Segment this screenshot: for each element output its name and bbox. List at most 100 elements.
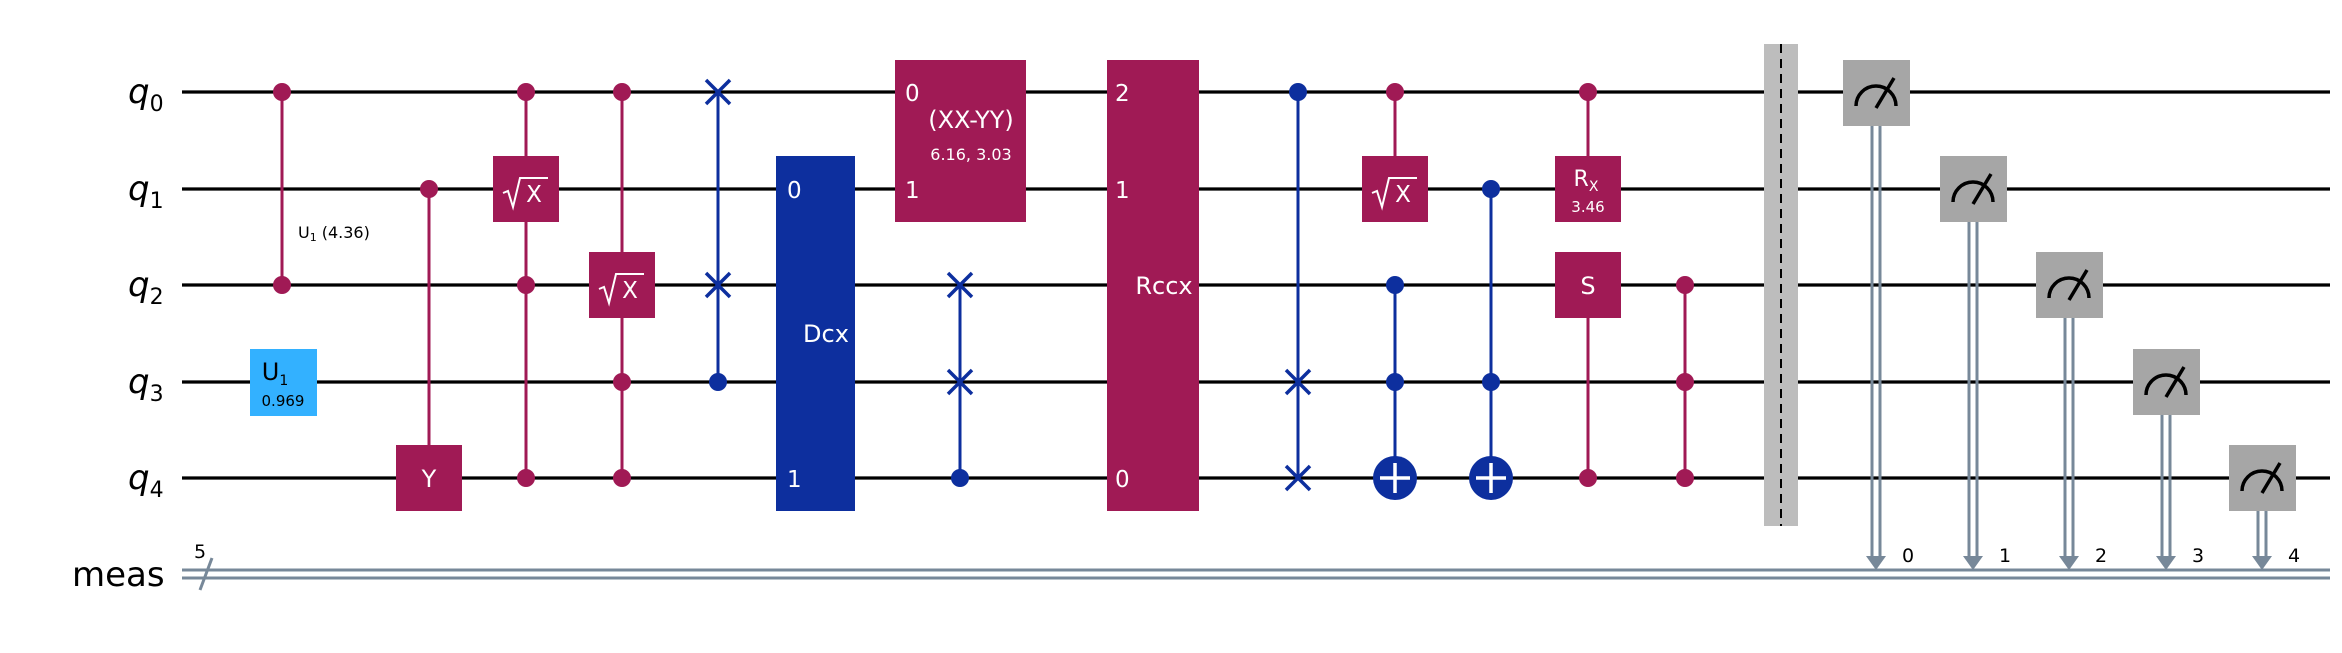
rccx-label: Rccx — [1135, 272, 1192, 300]
measure-q0-bit: 0 — [1902, 545, 1914, 567]
measure-q3[interactable]: 3 — [2133, 349, 2204, 570]
ccz-dot-q2 — [1676, 276, 1694, 294]
cu1-name: U — [298, 223, 310, 242]
ccsx1-sqrt-sign — [502, 177, 548, 211]
classical-bundle-slash — [198, 557, 214, 591]
ccx-gate-1[interactable] — [1373, 276, 1417, 500]
crx-param: 3.46 — [1571, 198, 1604, 216]
ccx2-target-plus — [1476, 463, 1506, 493]
xxyy-box — [895, 60, 1026, 222]
u1-gate[interactable]: U1 0.969 — [250, 349, 317, 416]
cu1-label: U1(4.36) — [298, 223, 370, 244]
cs-box — [1555, 252, 1621, 318]
dcx-port-bottom: 1 — [787, 467, 802, 493]
measure-q0[interactable]: 0 — [1843, 60, 1914, 570]
ccsx1-control-q2 — [517, 276, 535, 294]
label-meas: meas — [72, 555, 165, 595]
ccx2-control-q3 — [1482, 373, 1500, 391]
cswap3-x-q3 — [1284, 368, 1312, 396]
qubit-name: q — [128, 265, 150, 305]
rccx-port-q0: 2 — [1115, 81, 1130, 107]
csx-gate[interactable]: X — [1362, 83, 1428, 222]
u1-label: U1 — [262, 358, 289, 389]
measure-q4-needle — [2260, 462, 2282, 494]
measure-q1-dial-icon — [1951, 180, 1995, 203]
cs-label: S — [1580, 272, 1595, 300]
classical-register: 5 — [182, 541, 2330, 591]
xxyy-params: 6.16, 3.03 — [930, 145, 1011, 164]
ccsx1-box — [493, 156, 559, 222]
measure-q1-needle — [1971, 173, 1993, 205]
cy-gate[interactable]: Y — [396, 180, 462, 511]
barrier[interactable] — [1764, 44, 1798, 526]
u1-param: 0.969 — [262, 392, 305, 410]
ccsx-gate-2[interactable]: X — [589, 83, 655, 487]
ccsx-gate-1[interactable]: X — [493, 83, 559, 487]
label-q3: q3 — [128, 362, 164, 407]
rccx-box — [1107, 60, 1199, 511]
measure-q2-needle — [2067, 269, 2089, 301]
rccx-gate[interactable]: Rccx 2 1 0 — [1107, 60, 1199, 511]
cu1-gate[interactable]: U1(4.36) — [273, 83, 370, 294]
cswap-gate-1[interactable] — [704, 78, 732, 391]
qubit-name: q — [128, 362, 150, 402]
ccsx1-control-q0 — [517, 83, 535, 101]
xxyy-port-bottom: 1 — [905, 178, 920, 204]
measure-q2-box — [2036, 252, 2103, 318]
cswap1-control-q3 — [709, 373, 727, 391]
cs-gate[interactable]: S — [1555, 252, 1621, 487]
ccsx2-box — [589, 252, 655, 318]
u1-box — [250, 349, 317, 416]
crx-gate[interactable]: RX 3.46 — [1555, 83, 1621, 222]
measure-q3-box — [2133, 349, 2200, 415]
rccx-port-q1: 1 — [1115, 178, 1130, 204]
cswap1-x-q2 — [704, 271, 732, 299]
dcx-gate[interactable]: Dcx 0 1 — [776, 156, 855, 511]
qubit-index: 3 — [150, 382, 164, 407]
cu1-control-q2 — [273, 276, 291, 294]
cs-control-q4 — [1579, 469, 1597, 487]
measure-q1-arrow — [1963, 556, 1983, 570]
xx-minus-yy-gate[interactable]: (XX-YY) 6.16, 3.03 0 1 — [895, 60, 1026, 222]
measure-q2[interactable]: 2 — [2036, 252, 2107, 570]
label-q1: q1 — [128, 169, 164, 214]
ccx-gate-2[interactable] — [1469, 180, 1513, 500]
ccsx1-control-q4 — [517, 469, 535, 487]
cswap1-x-q0 — [704, 78, 732, 106]
measure-q1[interactable]: 1 — [1940, 156, 2011, 570]
xxyy-label: (XX-YY) — [928, 106, 1014, 134]
measure-q0-arrow — [1866, 556, 1886, 570]
cswap-gate-3[interactable] — [1284, 83, 1312, 492]
cswap2-x-q3 — [946, 368, 974, 396]
ccz-dot-q4 — [1676, 469, 1694, 487]
qubit-name: q — [128, 169, 150, 209]
ccsx2-control-q3 — [613, 373, 631, 391]
ccsx2-sqrt-sign — [598, 273, 644, 307]
ccsx2-control-q0 — [613, 83, 631, 101]
cswap-gate-2[interactable] — [946, 271, 974, 487]
measure-q1-bit: 1 — [1999, 545, 2011, 567]
cswap3-x-q4 — [1284, 464, 1312, 492]
label-q4: q4 — [128, 458, 164, 503]
cswap2-x-q2 — [946, 271, 974, 299]
dcx-port-top: 0 — [787, 178, 802, 204]
classical-bundle-size: 5 — [194, 541, 206, 563]
qubit-index: 1 — [150, 189, 164, 214]
qubit-index: 4 — [150, 478, 164, 503]
qubit-index: 2 — [150, 285, 164, 310]
ccx1-target-plus — [1380, 463, 1410, 493]
crx-label: RX — [1574, 167, 1599, 195]
cswap3-control-q0 — [1289, 83, 1307, 101]
measure-q4-box — [2229, 445, 2296, 511]
crx-name: R — [1574, 167, 1589, 192]
ccz-gate[interactable] — [1676, 276, 1694, 487]
qubit-name: q — [128, 72, 150, 112]
measure-q4[interactable]: 4 — [2229, 445, 2300, 570]
measure-q3-bit: 3 — [2192, 545, 2204, 567]
ccsx1-label: X — [526, 182, 542, 208]
ccx1-control-q3 — [1386, 373, 1404, 391]
csx-box — [1362, 156, 1428, 222]
measure-q2-dial-icon — [2047, 276, 2091, 299]
wire-labels: q0 q1 q2 q3 q4 meas — [72, 72, 165, 595]
